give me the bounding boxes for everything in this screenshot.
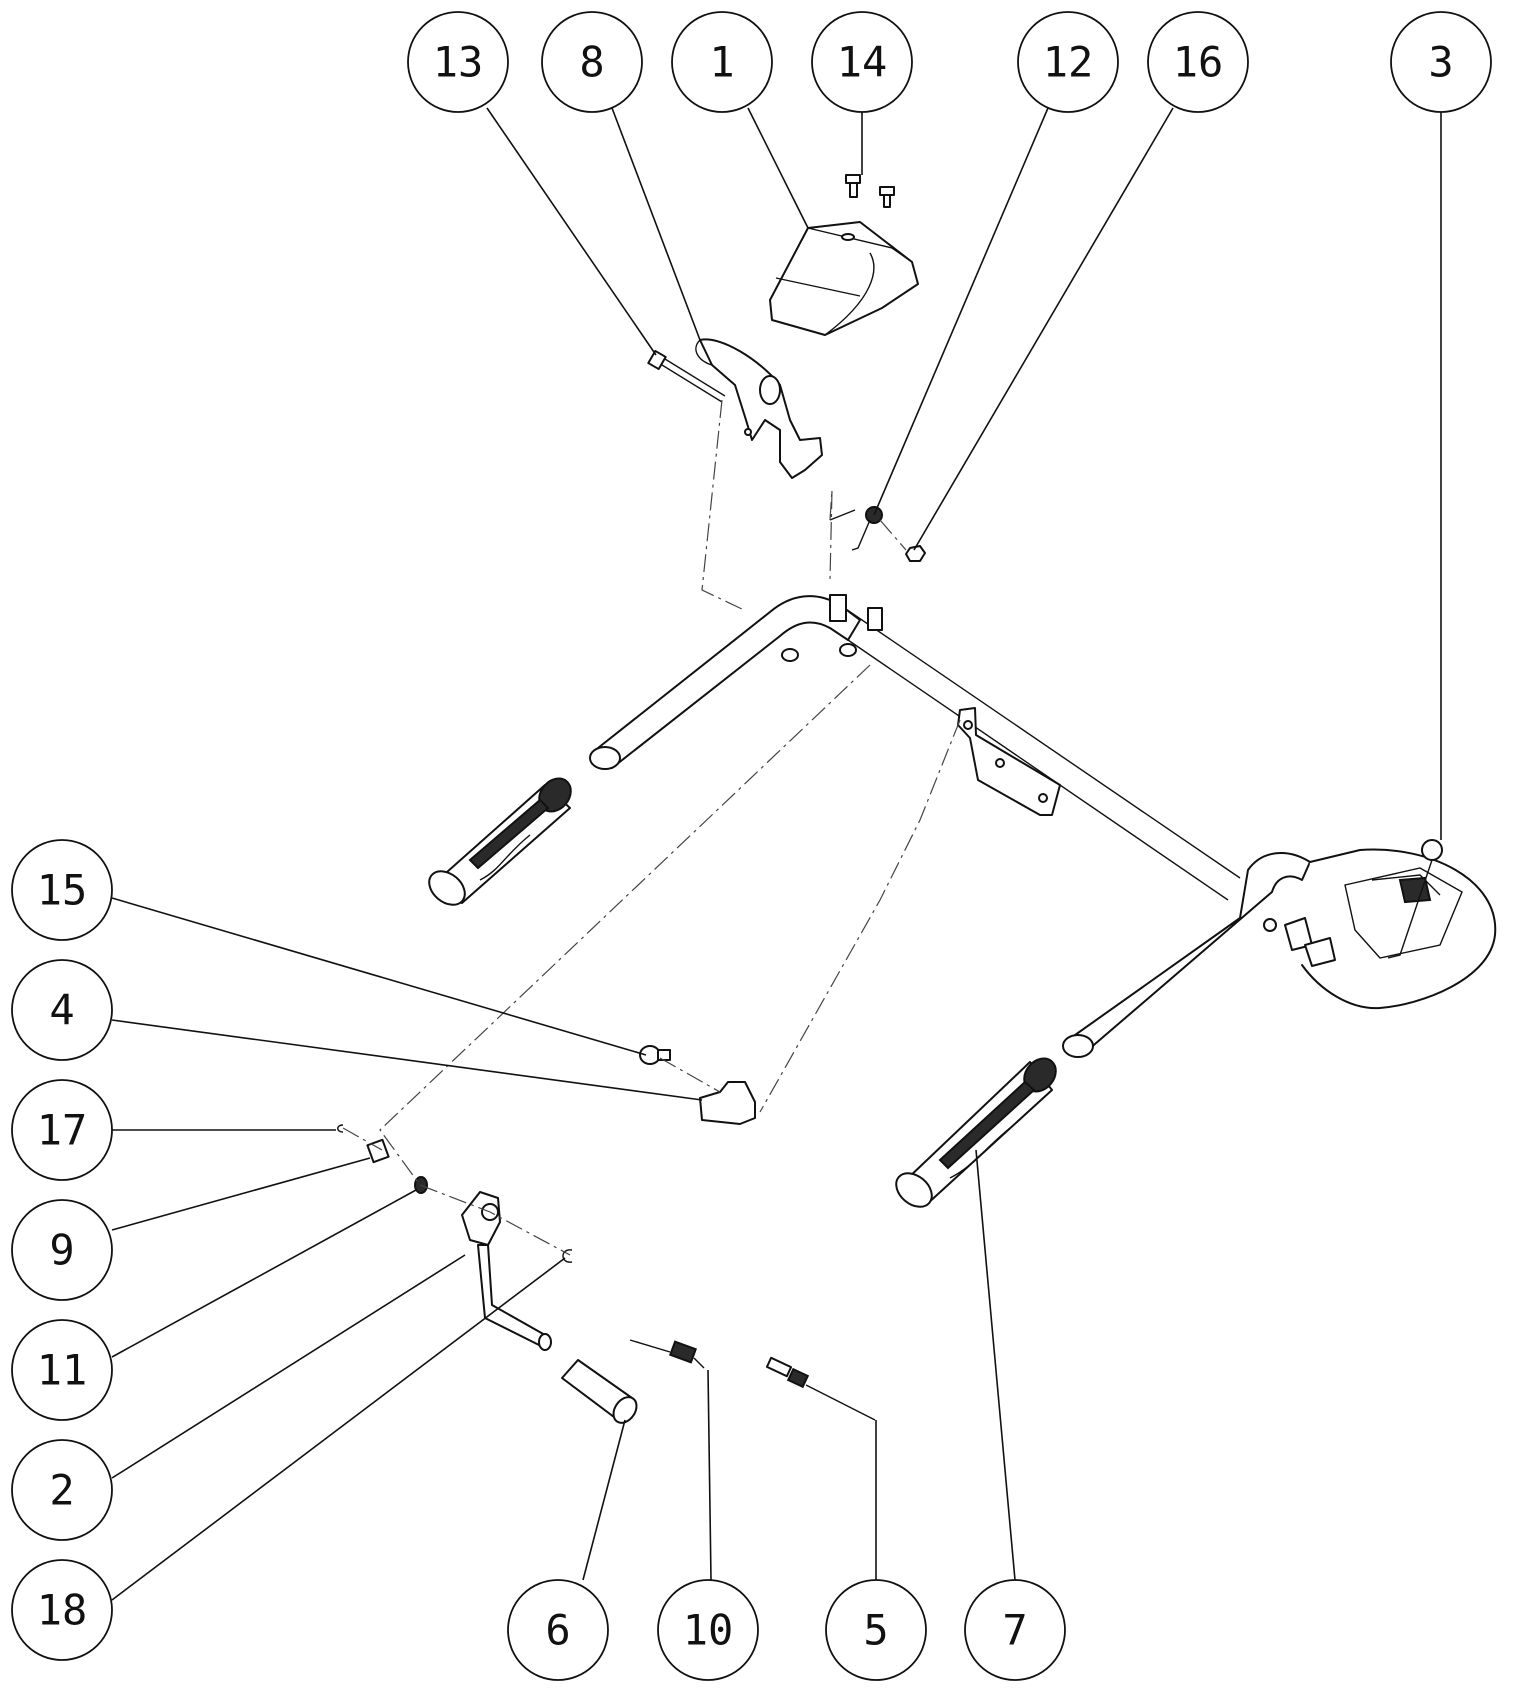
callout-label: 17	[37, 1106, 88, 1155]
part-3-handlebar-frame	[589, 594, 1497, 1058]
callout-6: 6	[507, 1579, 609, 1681]
callout-14: 14	[811, 11, 913, 113]
callout-label: 15	[37, 866, 88, 915]
part-10-spring	[629, 1339, 705, 1369]
callout-2: 2	[11, 1439, 113, 1541]
callout-label: 3	[1428, 38, 1453, 87]
part-17-clip	[337, 1124, 344, 1133]
callout-label: 4	[49, 986, 74, 1035]
callout-label: 10	[683, 1606, 734, 1655]
leader-lines	[111, 107, 1442, 1601]
part-16-nut	[905, 545, 926, 562]
callout-3: 3	[1390, 11, 1492, 113]
callout-label: 2	[49, 1466, 74, 1515]
callout-4: 4	[11, 959, 113, 1061]
callout-label: 18	[37, 1586, 88, 1635]
part-2-lever	[461, 1191, 552, 1351]
callout-label: 12	[1043, 38, 1094, 87]
callout-9: 9	[11, 1199, 113, 1301]
part-15-bolt	[639, 1045, 671, 1065]
callout-1: 1	[671, 11, 773, 113]
callout-11: 11	[11, 1319, 113, 1421]
callout-8: 8	[541, 11, 643, 113]
callout-18: 18	[11, 1559, 113, 1661]
callout-label: 6	[545, 1606, 570, 1655]
callout-17: 17	[11, 1079, 113, 1181]
part-1-cover	[769, 221, 919, 336]
assembly-center-lines	[342, 399, 961, 1256]
callout-5: 5	[825, 1579, 927, 1681]
part-grip-upper-left	[428, 777, 572, 906]
callout-label: 14	[837, 38, 888, 87]
callout-label: 13	[433, 38, 484, 87]
part-18-clip	[562, 1249, 573, 1263]
callout-7: 7	[964, 1579, 1066, 1681]
callout-label: 9	[49, 1226, 74, 1275]
part-4-plate	[699, 1081, 756, 1125]
callout-13: 13	[407, 11, 509, 113]
callout-label: 7	[1002, 1606, 1027, 1655]
callout-10: 10	[657, 1579, 759, 1681]
callout-16: 16	[1147, 11, 1249, 113]
callout-15: 15	[11, 839, 113, 941]
parts-illustration	[337, 174, 1497, 1424]
callout-12: 12	[1017, 11, 1119, 113]
part-7-grip	[895, 1057, 1057, 1208]
callout-label: 1	[709, 38, 734, 87]
part-13-bolt	[647, 349, 726, 403]
part-6-knob	[561, 1359, 638, 1424]
callout-label: 11	[37, 1346, 88, 1395]
part-14-screws	[845, 174, 895, 208]
callout-label: 8	[579, 38, 604, 87]
part-5-pin	[765, 1356, 876, 1421]
callout-label: 5	[863, 1606, 888, 1655]
part-8-bracket	[695, 338, 823, 479]
callout-label: 16	[1173, 38, 1224, 87]
